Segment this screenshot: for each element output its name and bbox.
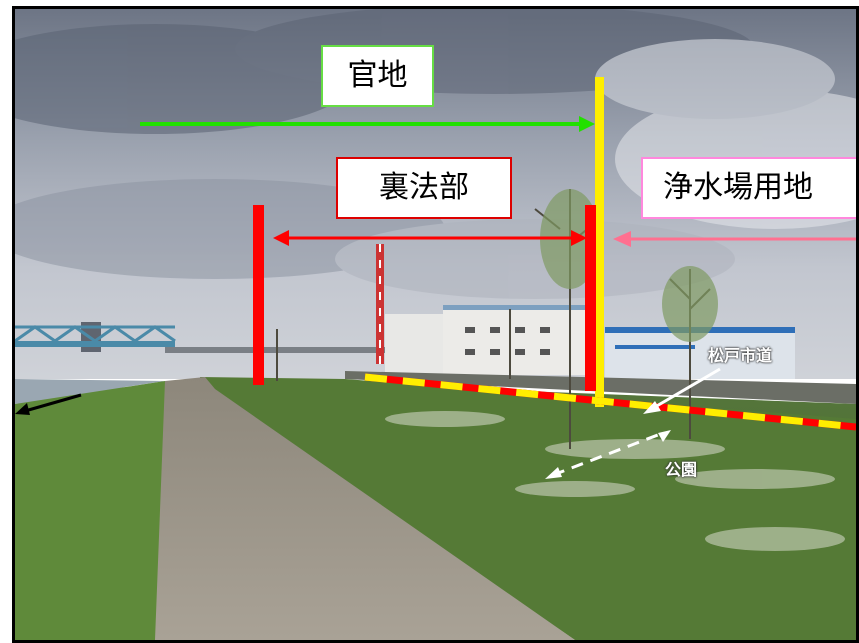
kanchi-label: 官地 — [321, 45, 434, 107]
kanchi-arrow-icon — [140, 116, 595, 132]
matsudo-road-line — [364, 373, 856, 431]
matsudo-road-label: 松戸市道 — [708, 346, 773, 365]
gravel-path — [155, 377, 575, 640]
urahobu-double-arrow-icon — [273, 230, 587, 246]
river — [15, 379, 165, 404]
building-left — [385, 314, 445, 374]
park-dashed-arrow-icon — [545, 430, 671, 479]
clouds — [15, 9, 856, 299]
clover-flowers — [385, 411, 845, 551]
river-arrow-icon — [15, 393, 82, 415]
photo-scene — [15, 9, 856, 640]
boundary-pole — [595, 77, 604, 407]
koen-label: 公園 — [665, 460, 698, 479]
josuijo-arrow-icon — [613, 231, 856, 247]
building-windows — [465, 327, 550, 355]
urahobu-marker-left — [253, 205, 264, 385]
radio-tower — [376, 244, 384, 364]
riverbank-photo: 官地 裏法部 浄水場用地 松戸市道 公園 — [12, 6, 859, 643]
road-pointer-arrow-icon — [643, 367, 721, 414]
building-main — [443, 307, 603, 375]
urahobu-marker-right — [585, 205, 596, 391]
embankment-left — [15, 381, 165, 640]
urahobu-label: 裏法部 — [336, 157, 512, 219]
bridge — [15, 325, 405, 353]
josuijo-label: 浄水場用地 — [641, 157, 856, 219]
